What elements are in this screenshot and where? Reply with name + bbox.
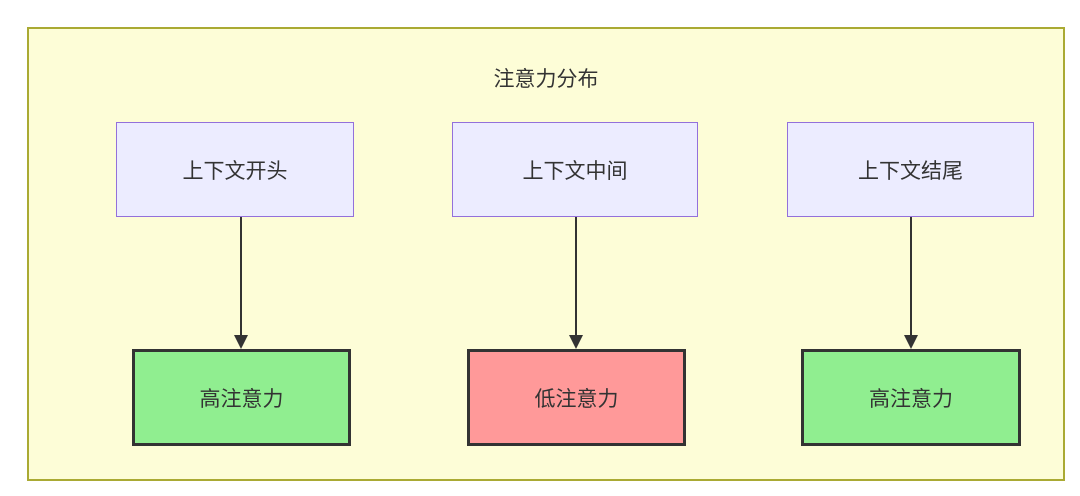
cluster-title: 注意力分布 <box>493 68 599 91</box>
source-node-context-start: 上下文开头 <box>116 122 354 217</box>
arrow-head-icon <box>569 335 583 349</box>
target-node-attention-3: 高注意力 <box>801 349 1021 446</box>
arrow-head-icon <box>234 335 248 349</box>
source-node-context-middle: 上下文中间 <box>452 122 698 217</box>
arrow-connector-line <box>240 217 242 336</box>
arrow-connector-line <box>575 217 577 336</box>
arrow-head-icon <box>904 335 918 349</box>
attention-distribution-cluster: 注意力分布 上下文开头 高注意力 上下文中间 低注意力 上下文结尾 高注意力 <box>27 27 1065 481</box>
source-node-label: 上下文中间 <box>522 159 628 183</box>
target-node-attention-2: 低注意力 <box>467 349 686 446</box>
target-node-label: 低注意力 <box>534 387 619 411</box>
source-node-context-end: 上下文结尾 <box>787 122 1034 217</box>
target-node-label: 高注意力 <box>199 387 284 411</box>
arrow-connector-line <box>910 217 912 336</box>
target-node-label: 高注意力 <box>869 387 953 411</box>
source-node-label: 上下文结尾 <box>858 159 963 183</box>
target-node-attention-1: 高注意力 <box>132 349 351 446</box>
source-node-label: 上下文开头 <box>182 159 288 183</box>
